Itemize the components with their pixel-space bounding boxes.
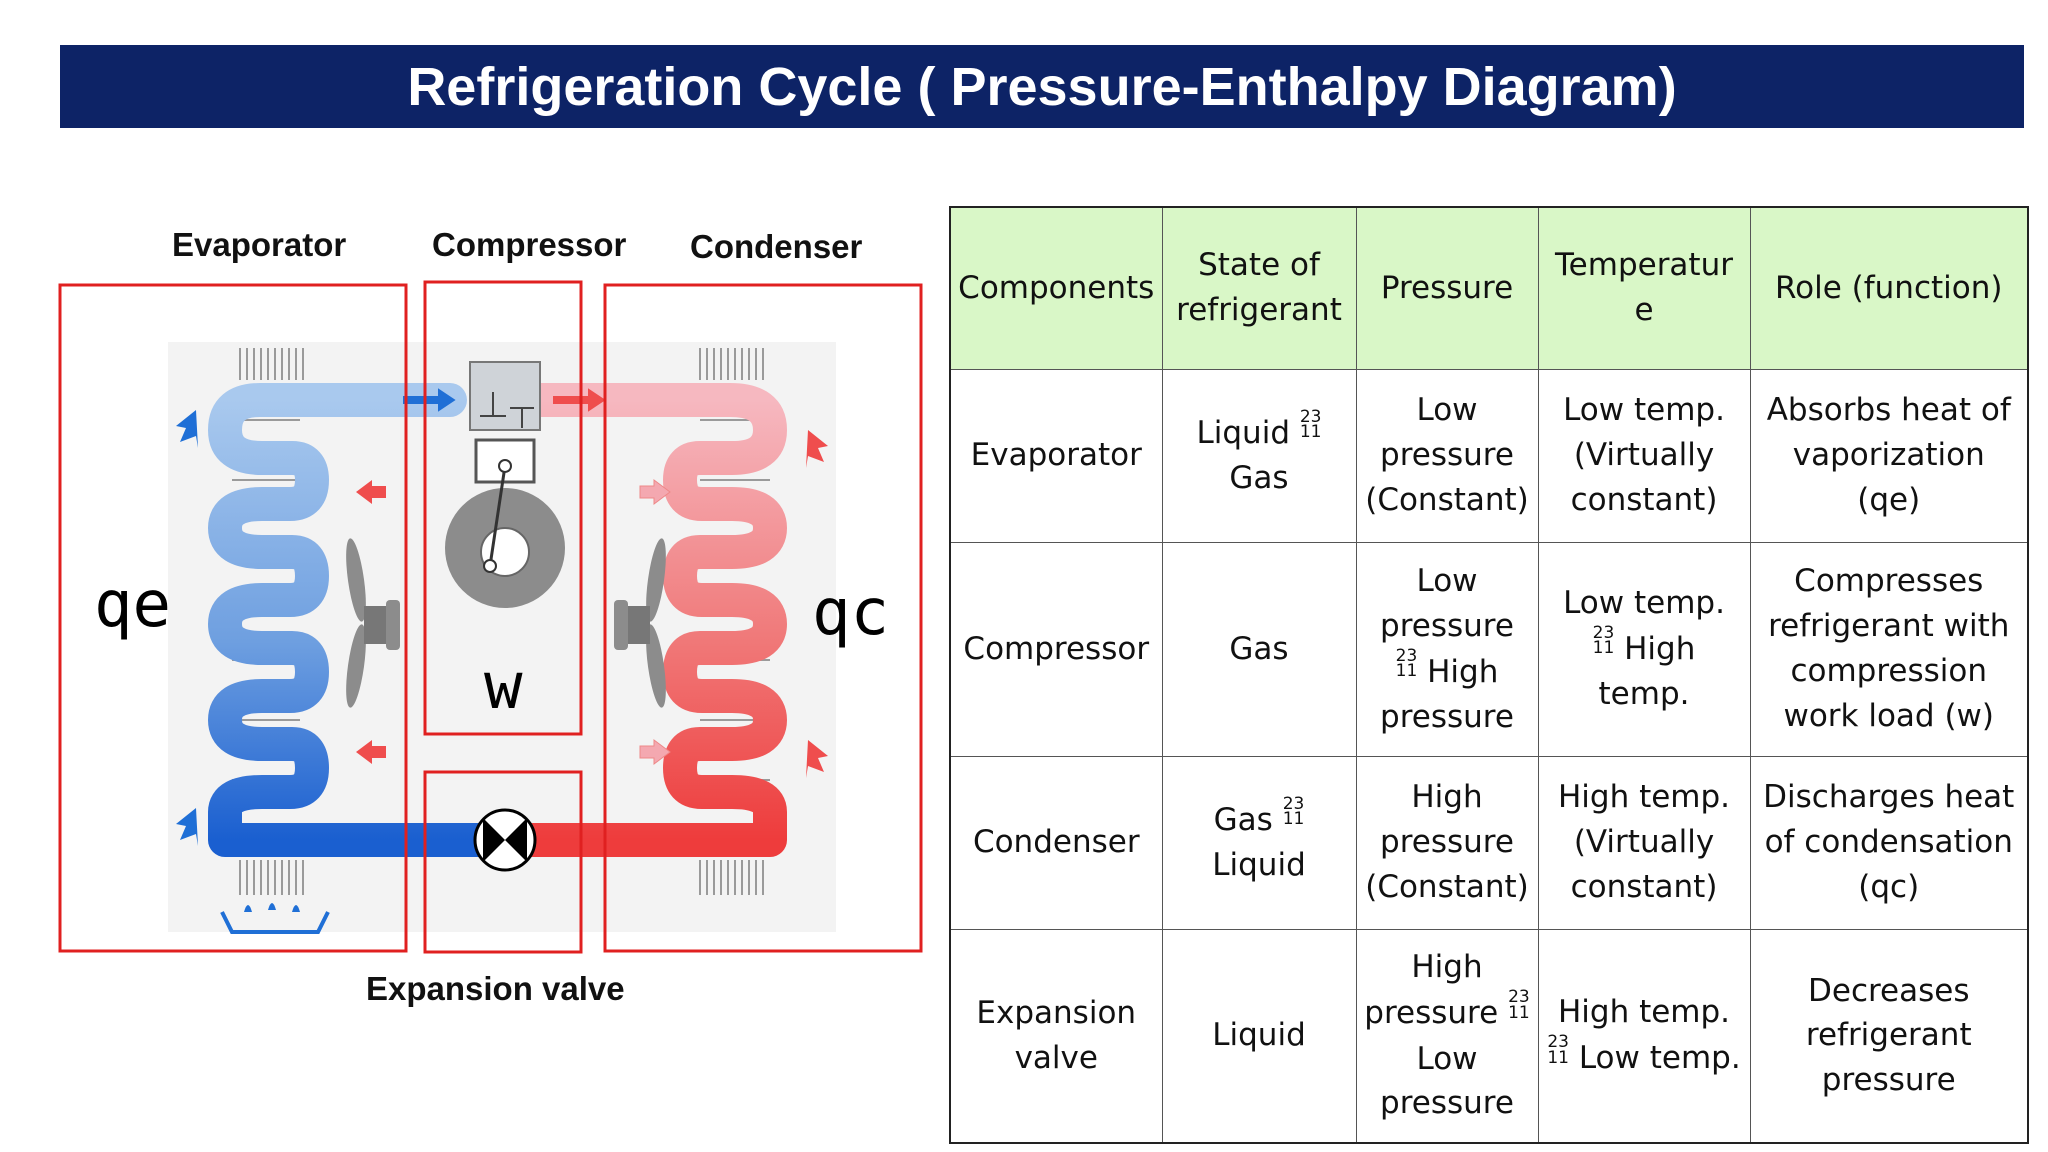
cell-temperature: Low temp. (Virtually constant) [1537,368,1751,543]
condenser-box [603,283,923,953]
condenser-fan [614,538,666,708]
cell-temperature: High temp. (Virtually constant) [1537,755,1751,930]
cell-state: Liquid [1161,928,1357,1144]
cell-component: Condenser [949,755,1163,930]
cell-role: Discharges heat of condensation (qc) [1749,755,2029,930]
cell-role: Decreases refrigerant pressure [1749,928,2029,1144]
condenser-label: Condenser [690,228,863,265]
page-title: Refrigeration Cycle ( Pressure-Enthalpy … [407,56,1677,117]
burner-icon [220,903,330,934]
cell-state: Gas [1161,541,1357,757]
header-temperature: Temperatur e [1537,206,1751,370]
component-outline-boxes [58,280,923,954]
table-header-row: Components State of refrigerant Pressure… [949,206,2029,370]
header-state: State of refrigerant [1161,206,1357,370]
condenser-coil [483,383,787,857]
cell-component: Expansion valve [949,928,1163,1144]
expansion-valve-icon [473,808,537,872]
condenser-outflow-arrows [806,430,828,778]
flow-arrow-to-compressor [403,388,456,412]
compressor-label: Compressor [432,226,627,263]
cell-pressure: High pressure (Constant) [1355,755,1539,930]
compressor-piston [474,438,536,484]
evaporator-box [58,283,408,953]
compressor-box [423,280,583,736]
cell-component: Evaporator [949,368,1163,543]
w-symbol: w [484,650,523,724]
evaporator-fan [346,538,400,708]
compressor-body [445,488,565,608]
evaporator-coil [208,383,507,857]
evaporator-inflow-arrows [356,480,386,764]
cell-component: Compressor [949,541,1163,757]
condenser-fins [699,348,770,895]
compressor-valve-block [469,361,541,431]
component-properties-table: Components State of refrigerant Pressure… [949,206,2029,1144]
illustration-background [168,342,836,932]
expansion-valve-label: Expansion valve [366,970,625,1007]
title-banner: Refrigeration Cycle ( Pressure-Enthalpy … [60,45,2024,128]
header-components: Components [949,206,1163,370]
cell-role: Absorbs heat of vaporization (qe) [1749,368,2029,543]
flow-arrow-from-compressor [553,388,606,412]
qc-symbol: qc [812,576,890,650]
evaporator-label: Evaporator [172,226,347,263]
header-role: Role (function) [1749,206,2029,370]
cell-role: Compresses refrigerant with compression … [1749,541,2029,757]
condenser-inflow-arrows [639,479,671,765]
evaporator-air-arrows [176,410,198,846]
expansion-valve-box [423,770,583,954]
qe-symbol: qe [94,568,172,642]
cell-pressure: Low pressure (Constant) [1355,368,1539,543]
cycle-illustration [58,280,923,954]
evaporator-fins [232,348,304,895]
header-pressure: Pressure [1355,206,1539,370]
